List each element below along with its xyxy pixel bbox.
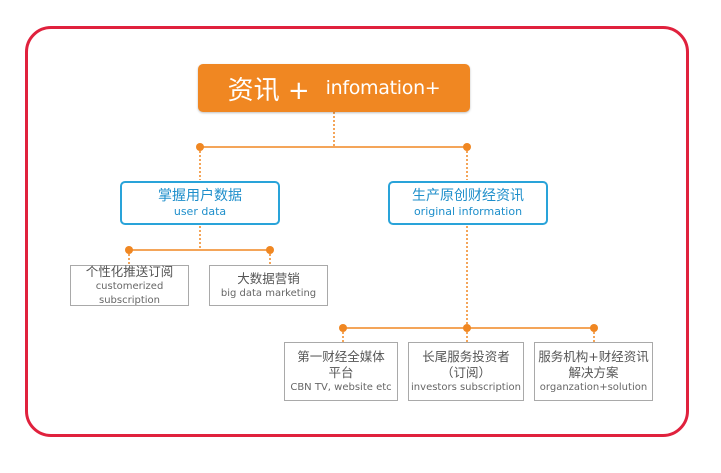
node-dot <box>125 246 133 254</box>
root-title-cn: 资讯 + <box>227 75 310 106</box>
leaf-node-big-data-marketing: 大数据营销 big data marketing <box>209 265 328 306</box>
leaf-title-en: organzation+solution <box>539 381 648 393</box>
outer-frame <box>25 26 689 437</box>
branch-node-user-data: 掌握用户数据 user data <box>120 181 280 225</box>
branch-title-cn: 掌握用户数据 <box>158 188 242 204</box>
leaf-node-organization-solution: 服务机构+财经资讯 解决方案 organzation+solution <box>534 342 653 401</box>
leaf-title-cn-line2: 平台 <box>328 364 354 380</box>
leaf-title-cn: 大数据营销 <box>237 270 300 286</box>
node-dot <box>463 324 471 332</box>
node-dot <box>590 324 598 332</box>
node-dot <box>463 143 471 151</box>
leaf-title-en: customerized subscription <box>95 280 164 306</box>
leaf-node-investors-subscription: 长尾服务投资者 （订阅） investors subscription <box>408 342 524 401</box>
leaf-title-cn-line1: 第一财经全媒体 <box>297 348 385 364</box>
node-dot <box>339 324 347 332</box>
leaf-title-cn-line2: 解决方案 <box>568 364 619 380</box>
root-title-en: infomation+ <box>325 77 441 99</box>
branch-node-original-information: 生产原创财经资讯 original information <box>388 181 548 225</box>
leaf-title-cn: 个性化推送订阅 <box>85 263 174 279</box>
branch-title-en: user data <box>173 205 227 218</box>
leaf-title-en: big data marketing <box>220 287 317 299</box>
leaf-title-cn-line1: 服务机构+财经资讯 <box>538 348 649 364</box>
node-dot <box>196 143 204 151</box>
leaf-node-customerized-subscription: 个性化推送订阅 customerized subscription <box>70 263 189 306</box>
leaf-title-cn-line2: （订阅） <box>440 364 491 380</box>
branch-title-en: original information <box>413 205 523 218</box>
leaf-title-en: investors subscription <box>411 381 521 393</box>
leaf-node-cbn-platform: 第一财经全媒体 平台 CBN TV, website etc <box>284 342 398 401</box>
leaf-title-en: CBN TV, website etc <box>290 381 392 393</box>
root-node: 资讯 + infomation+ <box>198 64 470 112</box>
branch-title-cn: 生产原创财经资讯 <box>412 188 524 204</box>
leaf-title-cn-line1: 长尾服务投资者 <box>422 348 510 364</box>
node-dot <box>266 246 274 254</box>
